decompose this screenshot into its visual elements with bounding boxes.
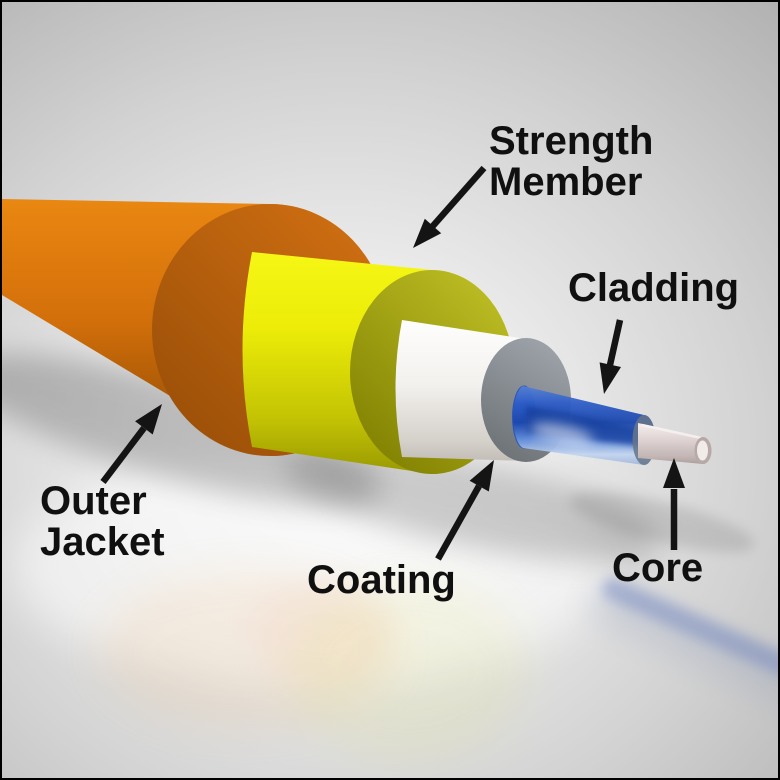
arrow-outer-jacket-head (135, 404, 162, 435)
core-tip-face (697, 440, 708, 461)
arrow-coating-line (435, 484, 482, 561)
arrow-core-head (663, 458, 685, 488)
label-coating: Coating (307, 560, 456, 601)
arrow-outer-jacket (100, 404, 162, 484)
cladding-layer (512, 385, 656, 465)
label-coating-text: Coating (307, 558, 456, 602)
label-outer-jacket: Outer Jacket (40, 481, 165, 563)
strength-member-reflection (287, 578, 527, 762)
label-core: Core (612, 548, 703, 589)
label-cladding-text: Cladding (568, 266, 740, 310)
arrow-outer-jacket-line (100, 426, 147, 484)
core-top-highlight (641, 423, 702, 440)
arrow-strength-member (413, 165, 487, 248)
arrow-cladding-head (599, 362, 621, 394)
arrow-cladding (599, 319, 624, 394)
core-layer (638, 423, 712, 464)
arrow-cladding-line (606, 319, 624, 366)
label-core-text: Core (612, 546, 704, 590)
core-body (638, 423, 712, 464)
arrow-coating (435, 460, 494, 561)
leader-arrows (100, 165, 685, 561)
arrow-core (663, 458, 685, 550)
label-outer-jacket-line2: Jacket (40, 520, 165, 564)
core-shadow (569, 491, 755, 553)
label-strength-member-line1: Strength (489, 119, 654, 163)
arrow-strength-member-head (413, 218, 442, 248)
jacket-shadow (2, 354, 382, 506)
label-strength-member-line2: Member (489, 160, 643, 204)
label-outer-jacket-line1: Outer (40, 479, 147, 523)
cladding-highlight (530, 422, 594, 446)
arrow-strength-member-line (429, 165, 487, 230)
cladding-inner-fiber (526, 406, 650, 447)
arrow-coating-head (469, 460, 494, 492)
label-strength-member: Strength Member (489, 121, 653, 203)
label-cladding: Cladding (568, 268, 739, 309)
fiber-reflection-streak-soft (588, 585, 778, 715)
